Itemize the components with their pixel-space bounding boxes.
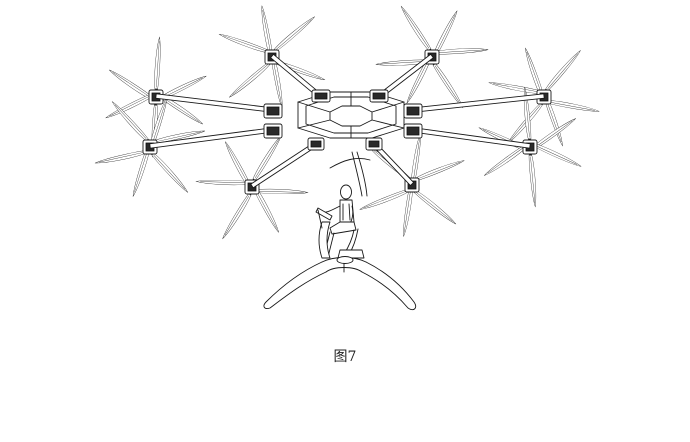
support-arms <box>149 53 545 189</box>
rotor-blade <box>483 143 528 176</box>
rotor-blade <box>488 82 541 94</box>
rotor-assembly <box>94 97 206 197</box>
rotor-blade <box>528 154 537 208</box>
rotor-blade <box>273 16 316 52</box>
rotor-blade <box>400 5 432 51</box>
rotor-assembly <box>375 5 489 109</box>
rotor-blade <box>218 33 270 54</box>
rotor-blade <box>105 93 154 119</box>
rotor-blade <box>359 188 410 210</box>
rotor-layer <box>94 5 600 240</box>
rotor-blade <box>403 184 413 237</box>
rotor-blade <box>432 63 464 109</box>
rotor-blade <box>94 150 147 164</box>
rotor-blade <box>195 179 249 186</box>
figure-caption: 图7 <box>333 349 357 365</box>
rotor-blade <box>255 188 309 195</box>
rotor-blade <box>547 100 600 112</box>
rotor-blade <box>151 152 189 193</box>
rotor-blade <box>545 50 581 92</box>
rotor-blade <box>432 10 458 59</box>
seat <box>317 209 365 259</box>
rotor-blade <box>413 190 457 225</box>
rotor-blade <box>414 160 465 182</box>
pilot-figure <box>315 184 359 258</box>
rotor-blade <box>435 48 489 55</box>
rotor-blade <box>222 193 252 240</box>
rotor-blade <box>228 62 271 98</box>
mast <box>329 151 371 197</box>
rotor-blade <box>375 59 429 66</box>
rotor-blade <box>154 36 161 90</box>
rotor-blade <box>532 118 577 151</box>
rotor-blade <box>108 69 154 101</box>
rotor-blade <box>111 101 149 142</box>
rotor-blade <box>261 5 273 58</box>
central-hub <box>297 91 405 139</box>
rotor-blade <box>132 145 151 197</box>
motor-mounts <box>263 89 423 151</box>
rotor-assembly <box>218 5 326 109</box>
rotor-blade <box>252 185 279 233</box>
rotor-blade <box>525 47 545 99</box>
rotor-blade <box>225 141 252 189</box>
landing-stand <box>263 256 417 311</box>
rotor-assembly <box>195 134 309 240</box>
rotor-blade <box>532 143 582 167</box>
